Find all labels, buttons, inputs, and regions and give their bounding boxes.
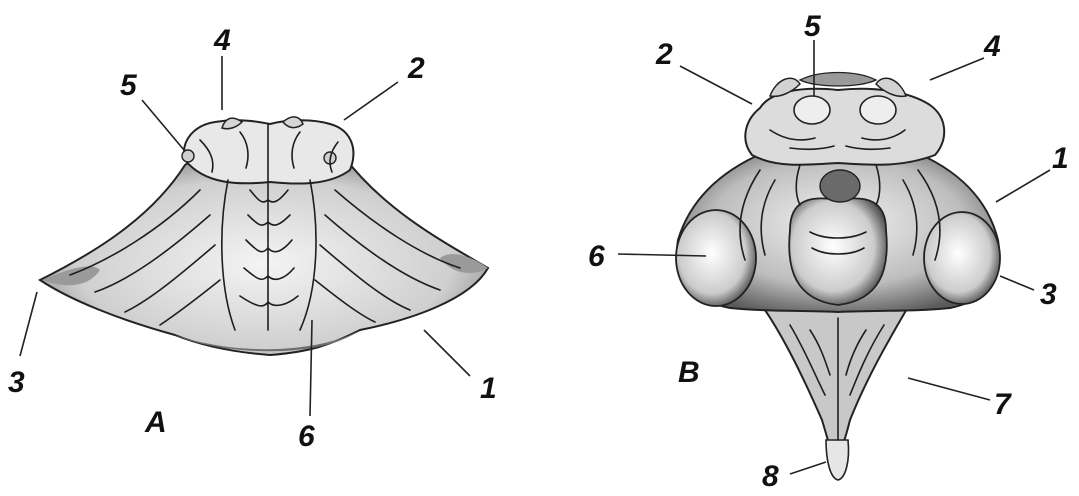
figure-b-drawing xyxy=(676,73,1000,481)
figure-b-head xyxy=(745,89,944,165)
figure-a-label-6: 6 xyxy=(298,420,315,453)
figure-a-label-3: 3 xyxy=(8,366,25,399)
figure-b-label-6: 6 xyxy=(588,240,605,273)
figure-a-label-1: 1 xyxy=(480,372,497,405)
figure-b-label-4: 4 xyxy=(983,30,1001,63)
figure-a-drawing xyxy=(40,117,488,355)
figure-a-panel-label: A xyxy=(144,406,167,439)
figure-b-stem xyxy=(758,300,912,462)
figure-a-label-4: 4 xyxy=(213,24,231,57)
figure-b-label-5: 5 xyxy=(804,10,822,43)
figure-b-label-7: 7 xyxy=(994,388,1012,421)
figure-a-label-2: 2 xyxy=(407,52,425,85)
figure-b-label-3: 3 xyxy=(1040,278,1057,311)
figure-b-panel-label: B xyxy=(678,356,700,389)
figure-b-tip xyxy=(826,440,849,480)
figure-b-label-2: 2 xyxy=(655,38,673,71)
figure-b-label-1: 1 xyxy=(1052,142,1069,175)
figure-a-label-5: 5 xyxy=(120,69,138,102)
figure-b-label-8: 8 xyxy=(762,460,779,493)
